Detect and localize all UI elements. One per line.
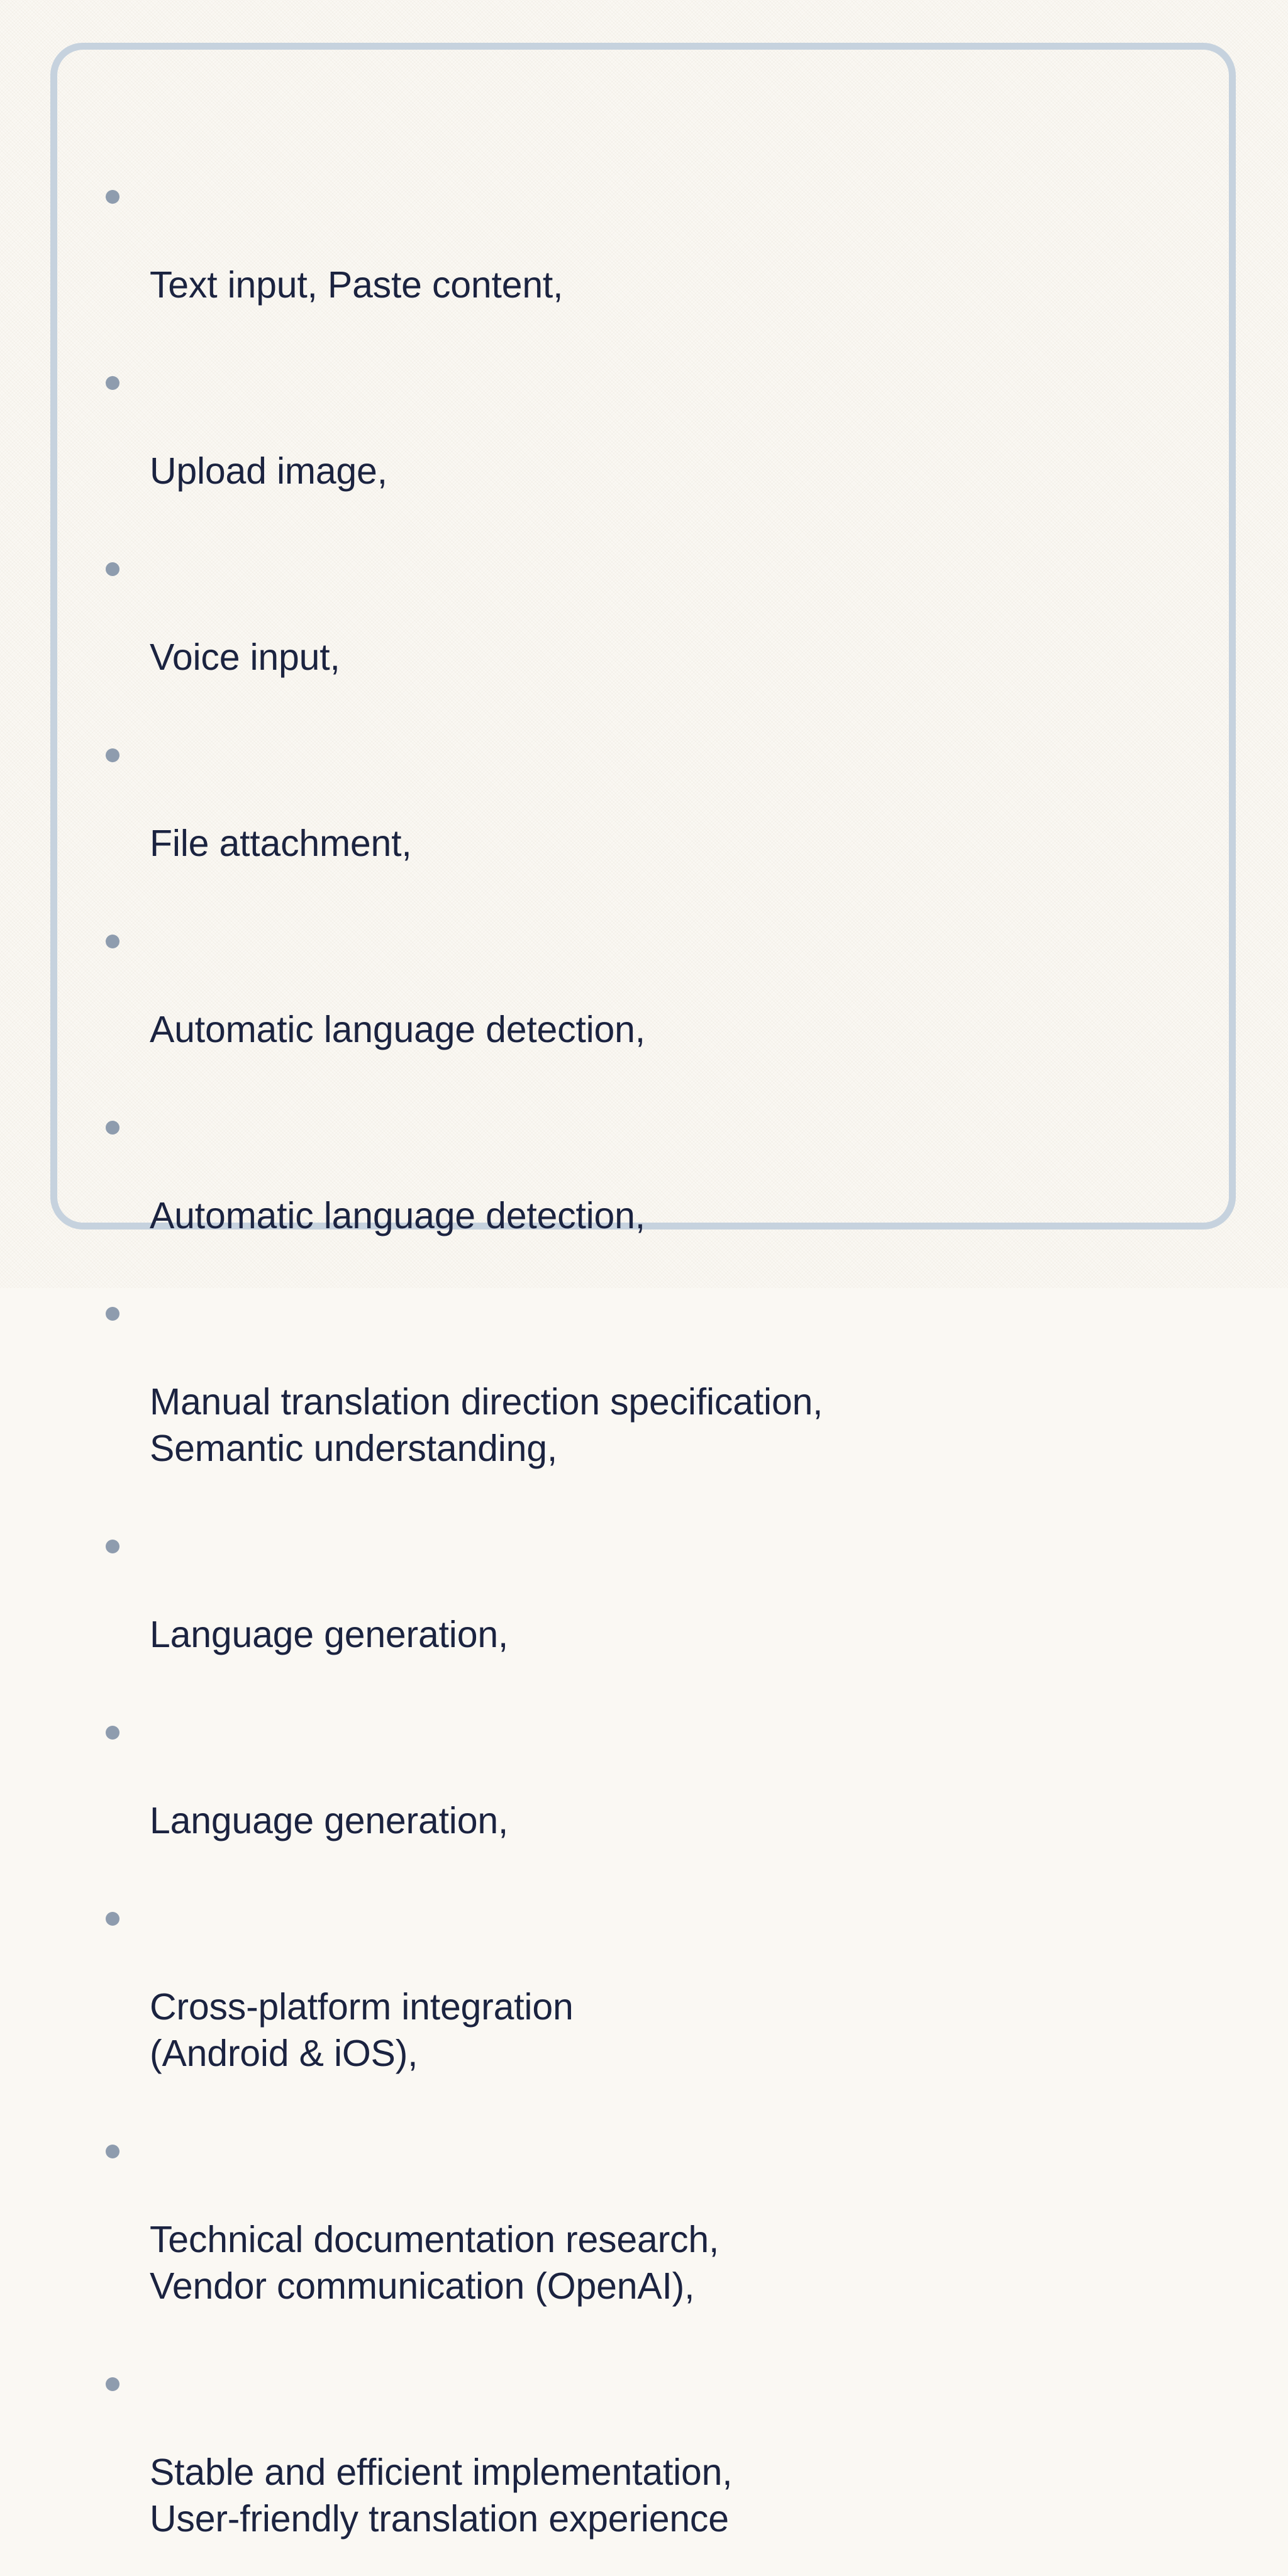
list-item: Automatic language detection, [101, 1099, 1208, 1285]
bullet-dot-icon [106, 2145, 119, 2158]
list-item: Cross-platform integration (Android & iO… [101, 1890, 1208, 2123]
list-item: Text input, Paste content, [101, 169, 1208, 355]
bullet-dot-icon [106, 748, 119, 762]
list-item: Automatic language detection, [101, 913, 1208, 1099]
list-item-label: File attachment, [150, 823, 412, 864]
bullet-dot-icon [106, 935, 119, 948]
card-frame [50, 43, 1236, 1230]
list-item: Voice input, [101, 541, 1208, 727]
feature-list: Text input, Paste content, Upload image,… [101, 169, 1208, 2576]
list-item-label: Language generation, [150, 1800, 509, 1841]
bullet-dot-icon [106, 1307, 119, 1321]
list-item: Manual translation direction specificati… [101, 1285, 1208, 1518]
bullet-dot-icon [106, 1912, 119, 1926]
list-item-label: Voice input, [150, 636, 340, 678]
bullet-dot-icon [106, 2377, 119, 2391]
list-item: Language generation, [101, 1518, 1208, 1704]
list-item-label: Automatic language detection, [150, 1009, 645, 1050]
list-item-label: Manual translation direction specificati… [150, 1381, 823, 1469]
list-item-label: Language generation, [150, 1614, 509, 1655]
list-item: File attachment, [101, 727, 1208, 913]
bullet-dot-icon [106, 562, 119, 576]
list-item-label: Upload image, [150, 450, 387, 492]
list-item: Upload image, [101, 355, 1208, 541]
bullet-dot-icon [106, 190, 119, 204]
list-item-label: Stable and efficient implementation, Use… [150, 2451, 733, 2540]
bullet-dot-icon [106, 1121, 119, 1135]
list-item-label: Automatic language detection, [150, 1195, 645, 1236]
list-item: Technical documentation research, Vendor… [101, 2123, 1208, 2356]
list-item: Language generation, [101, 1704, 1208, 1890]
bullet-dot-icon [106, 1540, 119, 1553]
list-item: Stable and efficient implementation, Use… [101, 2356, 1208, 2576]
bullet-dot-icon [106, 1726, 119, 1740]
list-item-label: Cross-platform integration (Android & iO… [150, 1986, 574, 2074]
list-item-label: Text input, Paste content, [150, 264, 564, 306]
bullet-dot-icon [106, 376, 119, 390]
list-item-label: Technical documentation research, Vendor… [150, 2219, 719, 2307]
